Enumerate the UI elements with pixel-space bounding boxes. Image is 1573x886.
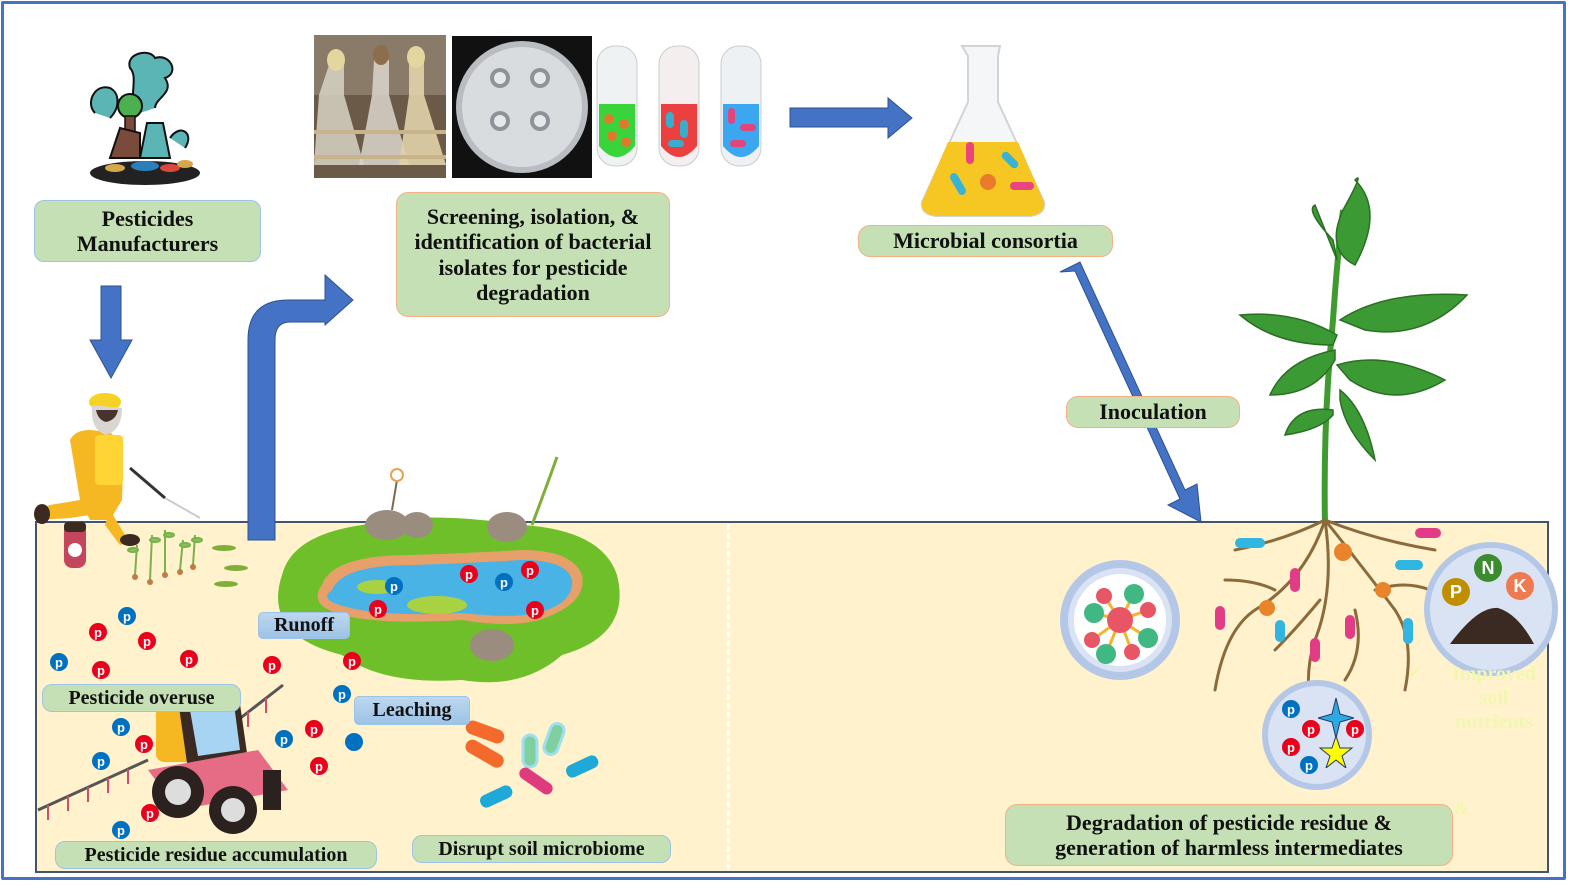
farmer-spraying-icon [34,393,201,568]
bacterium-icon [1395,560,1423,570]
test-tubes-icon [596,45,762,167]
pesticide-chip-red: p [92,661,110,679]
pesticide-chip-red: p [263,656,281,674]
pesticide-chip-red: p [460,565,478,583]
pesticide-chip-red: p [1302,720,1320,738]
npk-nutrients-circle: P N K [1430,548,1552,670]
molecule-icon [1060,560,1180,680]
pesticide-chip-red: p [310,757,328,775]
bacterium-icon [1310,638,1320,662]
pesticide-chip-blue: p [92,752,110,770]
pesticide-chip-red: p [521,561,539,579]
pesticide-chip-red: p [1346,720,1364,738]
bacterium-icon [1235,538,1265,548]
arrow-right-icon [789,96,913,140]
soil-pile-icon [1450,607,1534,644]
nutrient-k-badge: K [1506,572,1534,600]
label-pesticide-overuse: Pesticide overuse [42,684,241,712]
factory-pollution-icon [90,51,200,185]
pesticide-chip-blue: p [495,573,513,591]
arrow-down-icon [89,285,133,380]
check-icon: ✓ [1408,662,1424,682]
microbe-icon [1375,582,1391,598]
label-leaching: Leaching [354,696,470,725]
microbe-icon [1259,600,1275,616]
pesticide-chip-red: p [526,601,544,619]
pesticide-chip-blue: p [112,821,130,839]
consortia-flask-icon [920,45,1046,217]
flask-photo [314,35,446,178]
bacterium-icon [1275,620,1285,642]
label-degradation: Degradation of pesticide residue & gener… [1005,804,1453,866]
pond-icon [278,456,620,683]
petri-dish-photo [452,36,592,178]
pesticide-chip-blue: p [333,685,351,703]
pesticide-chip-red: p [138,632,156,650]
seedlings-icon [127,530,203,585]
bacterium-icon [1215,606,1225,630]
arrow-diagonal-icon [1059,261,1202,523]
pesticide-chip-red: p [1282,738,1300,756]
pesticide-chip-blue: p [50,653,68,671]
pesticide-chip-blue: p [1282,700,1300,718]
pesticide-chip-red: p [89,623,107,641]
disrupted-bacteria-icon [465,720,599,808]
section-divider [727,524,730,870]
label-inoculation: Inoculation [1066,396,1240,428]
pesticide-chip-blue: p [385,577,403,595]
pesticide-chip-red: p [135,735,153,753]
grasshoppers-icon [212,545,248,587]
pesticide-chip-blue: p [112,718,130,736]
bacterium-icon [1403,618,1413,644]
pesticide-chip-red: p [180,650,198,668]
pesticide-chip-red: p [141,804,159,822]
label-runoff: Runoff [258,612,350,639]
pesticide-chip-blue: p [275,730,293,748]
nutrient-p-badge: P [1442,578,1470,606]
microbe-icon [1334,543,1352,561]
bent-arrow-icon [247,273,354,541]
star-icons [1318,697,1354,768]
label-pesticides-manufacturers: Pesticides Manufacturers [34,200,261,262]
pesticide-chip-blue: p [1300,756,1318,774]
pesticide-chip-blue: p [118,607,136,625]
pesticide-chip-blue [345,733,363,751]
bacterium-icon [1415,528,1441,538]
tractor-sprayer-icon [37,683,288,834]
ampersand-text: & [1454,798,1469,818]
nutrient-n-badge: N [1474,554,1502,582]
plant-icon [1238,177,1469,526]
pesticide-chip-red: p [369,600,387,618]
roots-icon [1213,518,1441,707]
bacterium-icon [1345,615,1355,639]
label-pesticide-residue-accumulation: Pesticide residue accumulation [55,841,377,869]
pesticide-chip-red: p [305,720,323,738]
pesticide-chip-red: p [343,652,361,670]
improved-soil-nutrients-text: Improved soil nutrients [1451,663,1537,733]
degraded-residue-circle: p p p p p [1268,686,1366,784]
bacterium-icon [1290,568,1300,592]
label-microbial-consortia: Microbial consortia [858,225,1113,257]
label-screening-isolation: Screening, isolation, & identification o… [396,192,670,317]
label-disrupt-soil-microbiome: Disrupt soil microbiome [412,835,671,863]
